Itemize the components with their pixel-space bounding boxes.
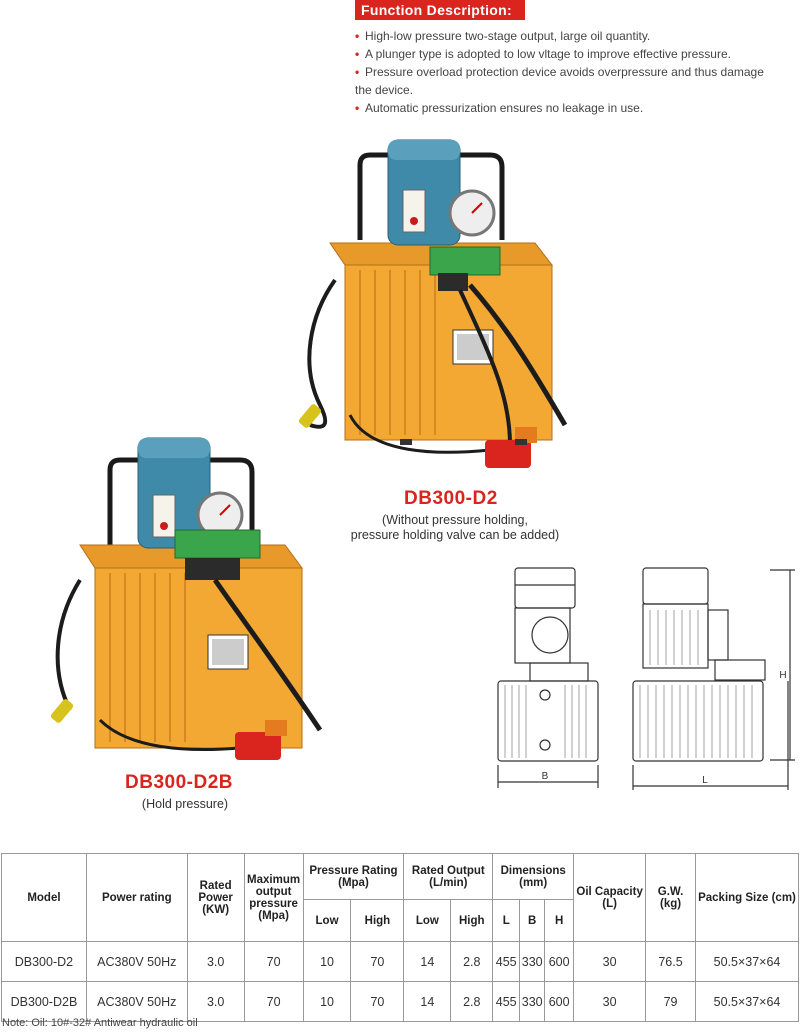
cell-h: 600 bbox=[544, 981, 575, 1022]
header-dim-h: H bbox=[544, 899, 575, 942]
pump-db300-d2-image bbox=[298, 139, 568, 468]
pump-db300-d2b-image bbox=[50, 437, 323, 760]
header-model: Model bbox=[1, 853, 87, 942]
header-dim-b: B bbox=[519, 899, 546, 942]
header-oil-capacity: Oil Capacity (L) bbox=[573, 853, 647, 942]
cell-o-high: 2.8 bbox=[450, 941, 494, 982]
cell-kw: 3.0 bbox=[186, 941, 245, 982]
dimension-drawing: B L H bbox=[497, 567, 795, 790]
header-dimensions: Dimensions (mm) bbox=[492, 853, 575, 900]
header-gw: G.W. (kg) bbox=[645, 853, 696, 942]
table-row: DB300-D2B AC380V 50Hz 3.0 70 10 70 14 2.… bbox=[1, 981, 799, 1022]
cell-pack: 50.5×37×64 bbox=[695, 981, 799, 1022]
cell-b: 330 bbox=[519, 941, 546, 982]
cell-kw: 3.0 bbox=[186, 981, 245, 1022]
function-description-title: Function Description: bbox=[355, 0, 525, 20]
model-subtitle-d2b: (Hold pressure) bbox=[141, 797, 229, 811]
cell-power: AC380V 50Hz bbox=[85, 981, 188, 1022]
function-bullet: •High-low pressure two-stage output, lar… bbox=[355, 29, 651, 43]
cell-model: DB300-D2B bbox=[1, 981, 87, 1022]
cell-gw: 79 bbox=[645, 981, 696, 1022]
dim-label-l: L bbox=[702, 775, 708, 786]
dim-label-h: H bbox=[779, 670, 786, 681]
cell-b: 330 bbox=[519, 981, 546, 1022]
cell-p-low: 10 bbox=[302, 981, 352, 1022]
function-bullet: •Pressure overload protection device avo… bbox=[355, 65, 764, 97]
cell-model: DB300-D2 bbox=[1, 941, 87, 982]
model-subtitle-d2: (Without pressure holding, pressure hold… bbox=[350, 513, 560, 542]
function-bullet: •Automatic pressurization ensures no lea… bbox=[355, 101, 644, 115]
header-output-high: High bbox=[450, 899, 494, 942]
model-title-d2b: DB300-D2B bbox=[125, 772, 233, 793]
function-list: •High-low pressure two-stage output, lar… bbox=[355, 27, 795, 117]
cell-p-high: 70 bbox=[350, 981, 405, 1022]
bullet-dot-icon: • bbox=[355, 47, 360, 61]
cell-pack: 50.5×37×64 bbox=[695, 941, 799, 982]
cell-o-low: 14 bbox=[403, 941, 452, 982]
cell-o-high: 2.8 bbox=[450, 981, 494, 1022]
header-max-pressure: Maximum output pressure (Mpa) bbox=[243, 853, 304, 942]
cell-gw: 76.5 bbox=[645, 941, 696, 982]
header-power-rating: Power rating bbox=[85, 853, 188, 942]
oil-note: Note: Oil: 10#-32# Antiwear hydraulic oi… bbox=[2, 1017, 198, 1029]
cell-h: 600 bbox=[544, 941, 575, 982]
header-rated-output: Rated Output (L/min) bbox=[403, 853, 494, 900]
bullet-dot-icon: • bbox=[355, 29, 360, 43]
cell-l: 455 bbox=[492, 941, 521, 982]
table-row: DB300-D2 AC380V 50Hz 3.0 70 10 70 14 2.8… bbox=[1, 941, 799, 982]
cell-p-high: 70 bbox=[350, 941, 405, 982]
cell-max: 70 bbox=[243, 981, 304, 1022]
header-output-low: Low bbox=[403, 899, 452, 942]
dim-label-b: B bbox=[542, 771, 549, 782]
cell-l: 455 bbox=[492, 981, 521, 1022]
cell-max: 70 bbox=[243, 941, 304, 982]
header-pressure-rating: Pressure Rating (Mpa) bbox=[302, 853, 405, 900]
header-rated-power: Rated Power (KW) bbox=[186, 853, 245, 942]
cell-oil: 30 bbox=[573, 981, 647, 1022]
header-pressure-low: Low bbox=[302, 899, 352, 942]
bullet-dot-icon: • bbox=[355, 101, 360, 115]
header-packing-size: Packing Size (cm) bbox=[695, 853, 799, 942]
cell-power: AC380V 50Hz bbox=[85, 941, 188, 982]
spec-table: Model Power rating Rated Power (KW) Maxi… bbox=[1, 853, 799, 1022]
header-pressure-high: High bbox=[350, 899, 405, 942]
cell-oil: 30 bbox=[573, 941, 647, 982]
cell-p-low: 10 bbox=[302, 941, 352, 982]
cell-o-low: 14 bbox=[403, 981, 452, 1022]
model-title-d2: DB300-D2 bbox=[404, 488, 498, 509]
header-dim-l: L bbox=[492, 899, 521, 942]
function-bullet: •A plunger type is adopted to low vltage… bbox=[355, 47, 731, 61]
bullet-dot-icon: • bbox=[355, 65, 360, 79]
